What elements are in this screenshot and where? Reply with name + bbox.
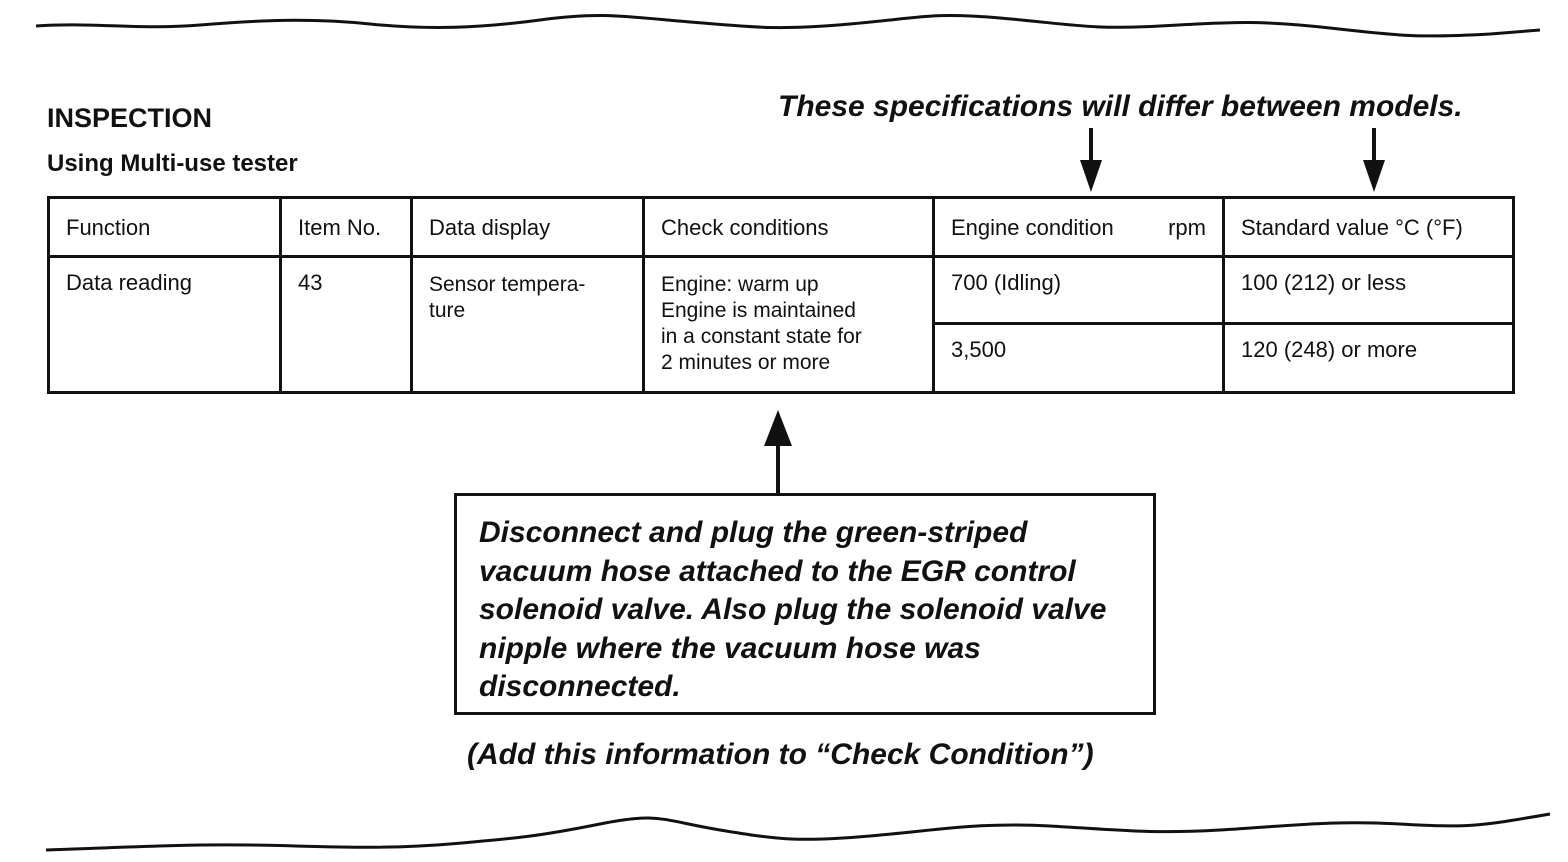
header-engine-condition-label: Engine condition: [951, 215, 1114, 240]
header-check-conditions: Check conditions: [642, 196, 935, 258]
table-row: Data reading 43 Sensor tempera- ture Eng…: [47, 255, 1515, 394]
header-item-no: Item No.: [279, 196, 413, 258]
header-engine-condition: Engine condition rpm: [932, 196, 1225, 258]
table-row: 3,500 120 (248) or more: [49, 322, 1515, 394]
cell-standard-value-idle: 100 (212) or less: [1222, 255, 1515, 325]
subsection-heading: Using Multi-use tester: [47, 150, 298, 177]
cell-check-conditions: Engine: warm up Engine is maintained in …: [642, 255, 935, 394]
check-condition-callout: Disconnect and plug the green-striped va…: [454, 493, 1156, 715]
table-header-row: Function Item No. Data display Check con…: [47, 196, 1515, 258]
model-difference-note: These specifications will differ between…: [778, 90, 1463, 123]
cell-function: Data reading: [47, 255, 282, 394]
down-arrow-icon: [1363, 128, 1385, 192]
header-standard-value: Standard value °C (°F): [1222, 196, 1515, 258]
torn-edge-top: [35, 14, 1541, 38]
down-arrow-icon: [1080, 128, 1102, 192]
cell-data-display: Sensor tempera- ture: [410, 255, 645, 394]
cell-engine-condition-idle: 700 (Idling): [932, 255, 1225, 325]
header-data-display: Data display: [410, 196, 645, 258]
torn-edge-bottom: [45, 812, 1551, 852]
cell-standard-value-high: 120 (248) or more: [1222, 322, 1515, 394]
cell-item-no: 43: [279, 255, 413, 394]
inspection-spec-table: Function Item No. Data display Check con…: [47, 196, 1515, 394]
header-engine-condition-unit: rpm: [1168, 215, 1206, 240]
header-function: Function: [47, 196, 282, 258]
section-heading: INSPECTION: [47, 103, 213, 133]
add-info-note: (Add this information to “Check Conditio…: [467, 738, 1094, 771]
cell-engine-condition-high: 3,500: [932, 322, 1225, 394]
up-arrow-icon: [764, 410, 792, 493]
